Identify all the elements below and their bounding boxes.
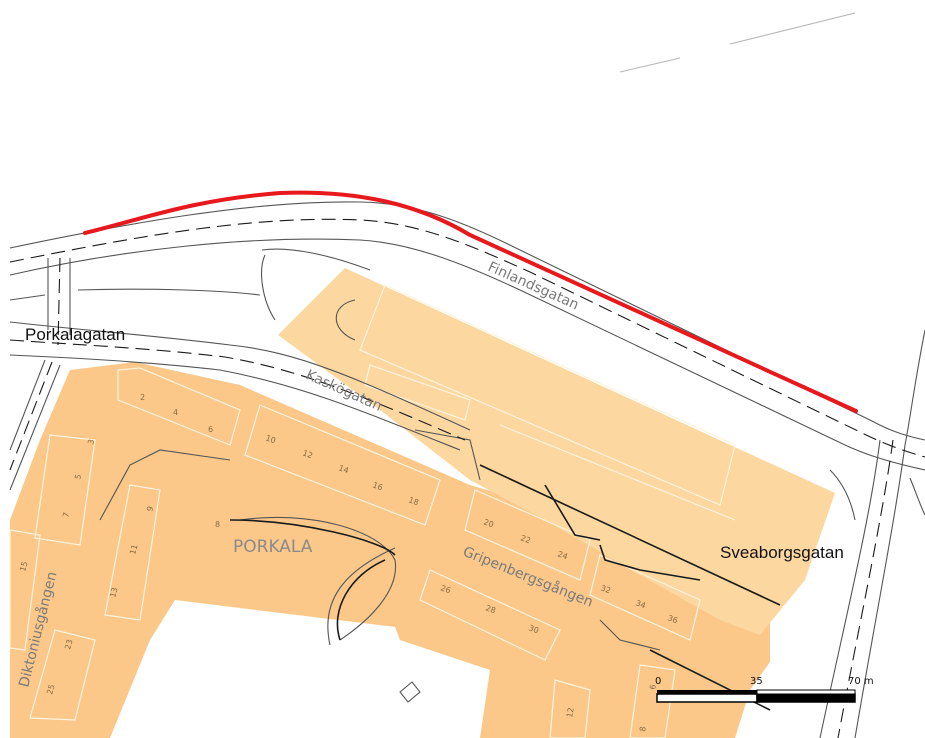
house-number: 12: [565, 707, 576, 719]
house-number: 15: [18, 560, 29, 572]
scale-bar-white-segment-top: [756, 689, 856, 695]
house-number: 2: [140, 393, 145, 402]
house-number: 4: [173, 408, 178, 417]
house-number: 16: [371, 480, 384, 492]
courtyard-center: [110, 600, 490, 738]
house-number: 34: [634, 598, 647, 610]
street-casings: [9, 201, 925, 738]
house-number: 12: [301, 448, 314, 460]
street-label-porkalagatan: Porkalagatan: [25, 325, 125, 344]
scale-label-35: 35: [750, 676, 763, 687]
commercial-area: [278, 268, 835, 635]
highlighted-route[interactable]: [83, 190, 858, 413]
house-number: 8: [215, 520, 220, 529]
scale-bar: 0 35 70 m: [655, 676, 874, 703]
street-label-sveaborgsgatan: Sveaborgsgatan: [720, 543, 844, 562]
house-number: 28: [484, 603, 497, 615]
house-number: 20: [482, 517, 495, 529]
house-number: 8: [638, 726, 648, 733]
house-number: 11: [128, 543, 139, 555]
scale-bar-white-segment: [656, 693, 758, 703]
district-label: PORKALA: [233, 537, 313, 557]
house-number: 30: [527, 623, 540, 635]
house-numbers: 2 4 6 3 5 7 9 11 13 15 23 25 10 12 14 16…: [18, 393, 679, 732]
house-number: 18: [407, 495, 420, 507]
scale-bar-black-segment-top: [657, 690, 757, 694]
house-number: 25: [45, 683, 56, 695]
house-number: 26: [439, 583, 452, 595]
house-number: 3: [86, 438, 96, 445]
building-outlines: [9, 284, 736, 738]
house-number: 14: [337, 463, 350, 475]
house-number: 13: [108, 586, 119, 598]
house-number: 6: [648, 684, 658, 691]
house-number: 10: [264, 433, 277, 445]
scale-label-0: 0: [655, 676, 661, 687]
scale-label-70: 70 m: [848, 676, 874, 687]
house-number: 23: [63, 638, 74, 650]
house-number: 9: [145, 505, 155, 512]
house-number: 6: [208, 425, 213, 434]
scale-bar-black-segment: [756, 693, 856, 703]
house-number: 22: [519, 533, 532, 545]
house-number: 36: [666, 613, 679, 625]
faint-lines: [619, 12, 856, 73]
house-number: 5: [73, 473, 83, 480]
courtyard-right: [545, 640, 640, 738]
street-centerlines: [9, 218, 925, 738]
house-number: 7: [61, 511, 71, 518]
house-number: 24: [556, 549, 569, 561]
house-number: 32: [599, 583, 612, 595]
